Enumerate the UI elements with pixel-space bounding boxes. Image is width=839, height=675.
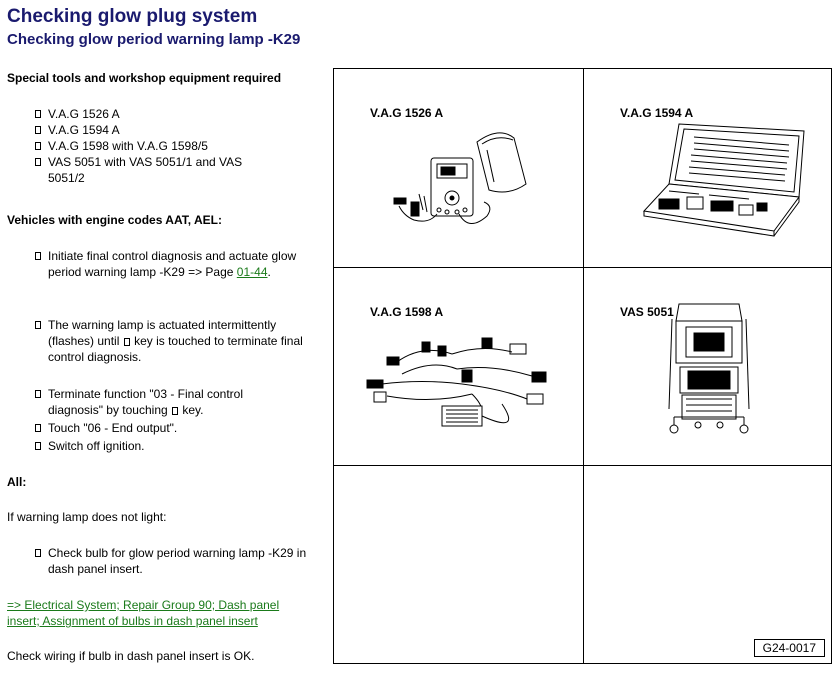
list-item: Switch off ignition. <box>35 438 285 454</box>
all-condition: If warning lamp does not light: <box>7 510 167 524</box>
checkbox-icon <box>35 390 41 398</box>
vehicles-steps-3-5: Terminate function "03 - Final control d… <box>35 386 285 454</box>
list-item: Check bulb for glow period warning lamp … <box>35 545 325 577</box>
list-item: Terminate function "03 - Final control d… <box>35 386 285 418</box>
all-step-1: Check bulb for glow period warning lamp … <box>35 545 325 577</box>
list-item: V.A.G 1594 A <box>35 122 325 138</box>
electrical-reference: => Electrical System; Repair Group 90; D… <box>7 597 312 629</box>
adapter-cables-illustration <box>366 337 547 427</box>
vehicles-step-2: The warning lamp is actuated intermitten… <box>35 317 303 365</box>
list-item: V.A.G 1598 with V.A.G 1598/5 <box>35 138 325 154</box>
checkbox-icon <box>35 142 41 150</box>
vehicles-step-1: Initiate final control diagnosis and act… <box>35 248 305 280</box>
adapter-case-illustration <box>642 123 805 237</box>
all-heading: All: <box>7 475 27 489</box>
checkbox-icon <box>35 321 41 329</box>
list-item: Initiate final control diagnosis and act… <box>35 248 305 280</box>
checkbox-icon <box>35 424 41 432</box>
list-item: Touch "06 - End output". <box>35 420 285 436</box>
figure-label-vas5051: VAS 5051 <box>620 305 674 319</box>
vehicles-heading: Vehicles with engine codes AAT, AEL: <box>7 213 222 227</box>
list-item: The warning lamp is actuated intermitten… <box>35 317 303 365</box>
electrical-system-link[interactable]: => Electrical System; Repair Group 90; D… <box>7 598 280 628</box>
figure-label-vag1598a: V.A.G 1598 A <box>370 305 444 319</box>
vas5051-tester-illustration <box>668 303 750 434</box>
multimeter-illustration <box>393 132 527 224</box>
checkbox-icon <box>35 158 41 166</box>
tool-figure: V.A.G 1526 A V.A.G 1594 A V.A.G 1598 A V… <box>333 68 832 664</box>
checkbox-icon <box>35 126 41 134</box>
checkbox-icon <box>35 442 41 450</box>
list-item: VAS 5051 with VAS 5051/1 and VAS 5051/2 <box>35 154 248 186</box>
figure-label-vag1594a: V.A.G 1594 A <box>620 106 694 120</box>
page-subtitle: Checking glow period warning lamp -K29 <box>7 31 301 48</box>
tools-list: V.A.G 1526 A V.A.G 1594 A V.A.G 1598 wit… <box>35 106 325 186</box>
checkbox-icon <box>35 549 41 557</box>
key-icon <box>123 338 130 346</box>
key-icon <box>172 407 179 415</box>
list-item: V.A.G 1526 A <box>35 106 325 122</box>
figure-id-badge: G24-0017 <box>753 639 825 657</box>
figure-label-vag1526a: V.A.G 1526 A <box>370 106 444 120</box>
page-title: Checking glow plug system <box>7 6 258 27</box>
page-link-01-44[interactable]: 01-44 <box>236 265 268 279</box>
checkbox-icon <box>35 110 41 118</box>
tools-heading: Special tools and workshop equipment req… <box>7 71 282 85</box>
checkbox-icon <box>35 252 41 260</box>
footer-note: Check wiring if bulb in dash panel inser… <box>7 649 255 663</box>
